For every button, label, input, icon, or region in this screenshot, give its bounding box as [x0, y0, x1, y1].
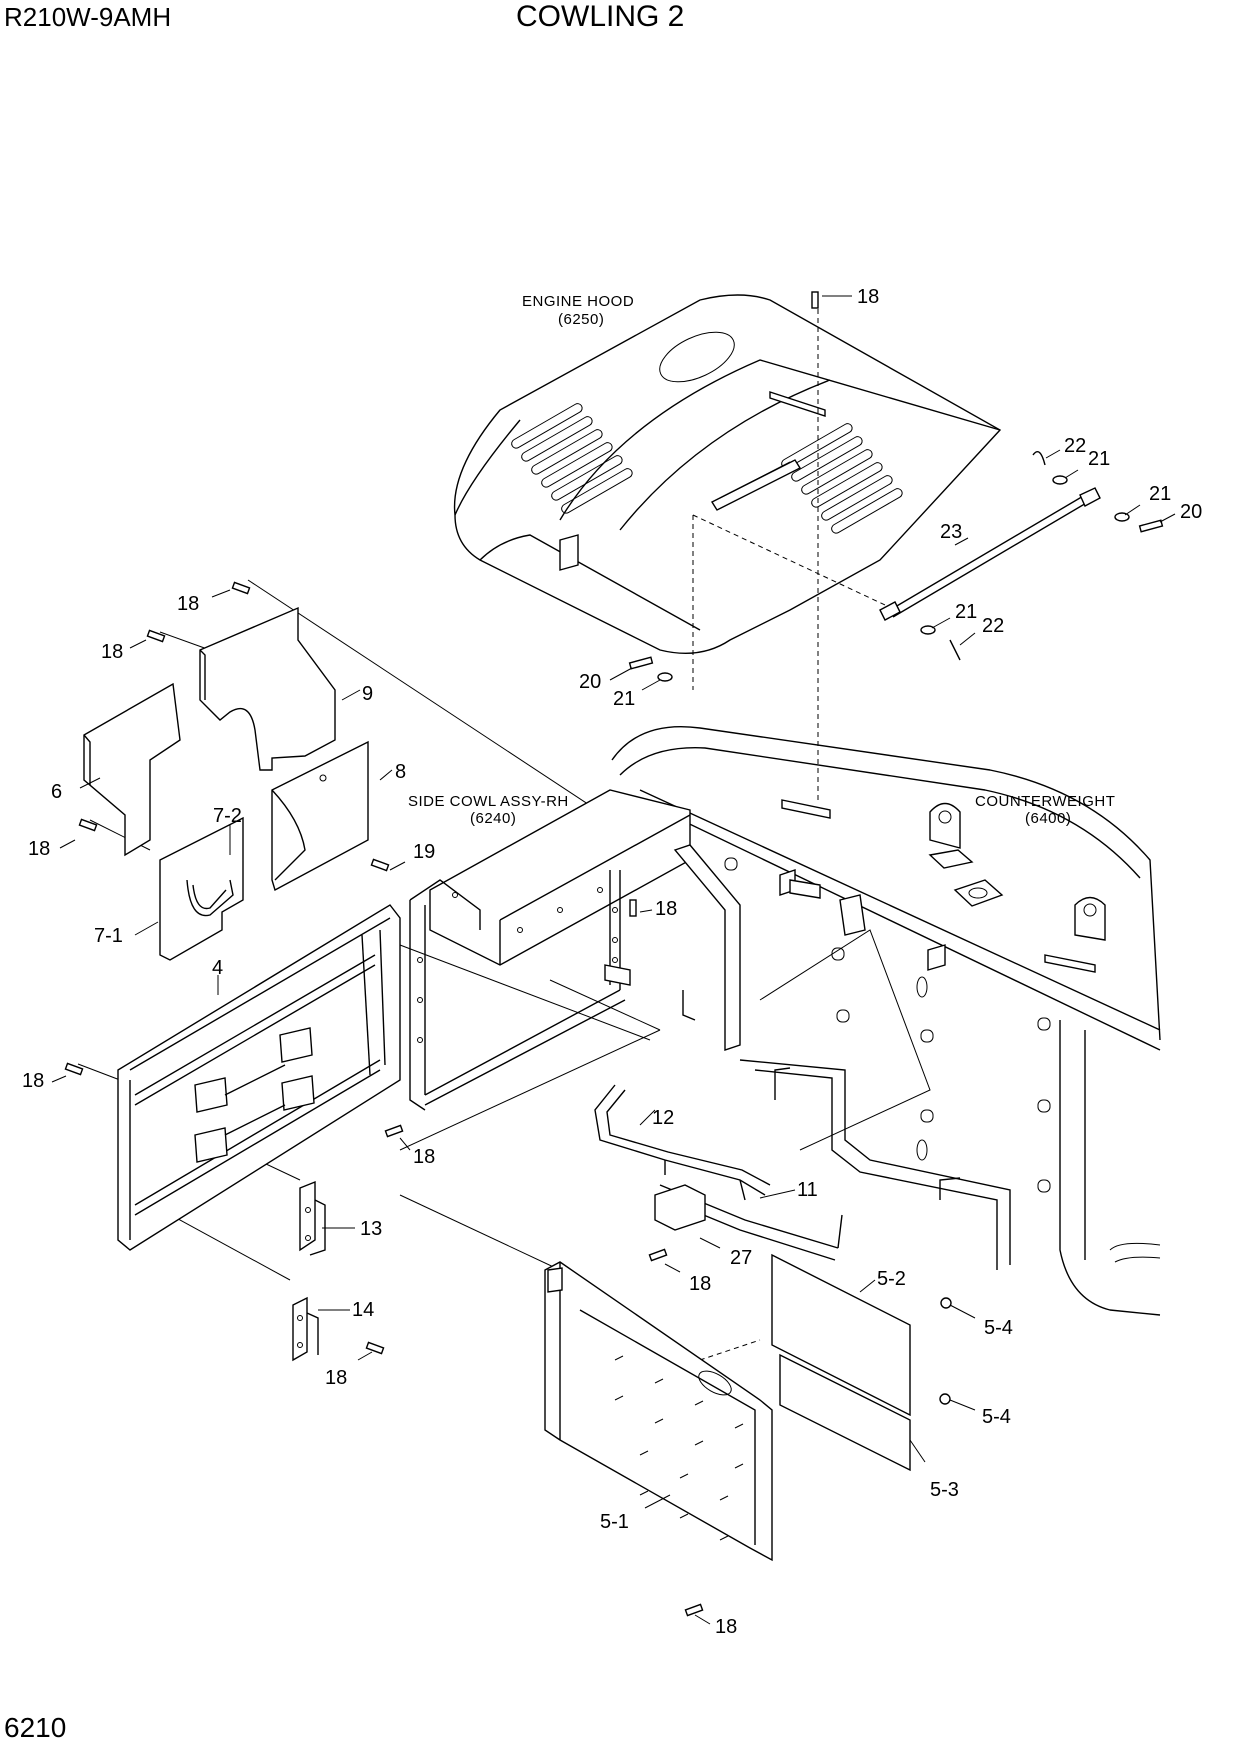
- callout: 18: [22, 1070, 44, 1092]
- callout: 4: [212, 957, 223, 979]
- callout: 23: [940, 521, 962, 543]
- callout: 12: [652, 1107, 674, 1129]
- callout: 5-3: [930, 1479, 959, 1501]
- callout: 21: [1088, 448, 1110, 470]
- fasteners: [64, 291, 1164, 1617]
- callout: 5-4: [984, 1317, 1013, 1339]
- callout: 21: [613, 688, 635, 710]
- callout: 20: [579, 671, 601, 693]
- ref-counterweight-no: (6400): [1025, 810, 1071, 827]
- callout: 7-1: [94, 925, 123, 947]
- callout: 18: [325, 1367, 347, 1389]
- callout: 19: [413, 841, 435, 863]
- callout: 18: [413, 1146, 435, 1168]
- panel-4: [117, 904, 401, 1251]
- callout: 13: [360, 1218, 382, 1240]
- callout: 6: [51, 781, 62, 803]
- callout: 18: [715, 1616, 737, 1638]
- brackets-and-pipes: [292, 1084, 843, 1362]
- callout: 7-2: [213, 805, 242, 827]
- page-number: 6210: [4, 1712, 67, 1743]
- callout-leaders: [51, 295, 1176, 1625]
- ref-engine-hood-no: (6250): [558, 311, 604, 328]
- callout: 5-4: [982, 1406, 1011, 1428]
- counterweight-drawing: [611, 725, 1161, 1316]
- callout: 18: [101, 641, 123, 663]
- callout: 5-1: [600, 1511, 629, 1533]
- diagram-title: COWLING 2: [516, 0, 685, 33]
- ref-side-cowl: SIDE COWL ASSY-RH: [408, 793, 569, 810]
- callout: 8: [395, 761, 406, 783]
- callout: 11: [797, 1179, 818, 1201]
- callout: 21: [1149, 483, 1171, 505]
- callout: 18: [857, 286, 879, 308]
- callout-labels: 18 22 21 21 20 23 21 22 20 21 18 18 9 8 …: [22, 286, 1202, 1638]
- callout: 18: [177, 593, 199, 615]
- side-cowl-frame: [409, 789, 741, 1111]
- ref-engine-hood: ENGINE HOOD: [522, 293, 634, 310]
- callout: 5-2: [877, 1268, 906, 1290]
- callout: 9: [362, 683, 373, 705]
- ref-side-cowl-no: (6240): [470, 810, 516, 827]
- callout: 18: [28, 838, 50, 860]
- stay-rod: [879, 487, 1101, 621]
- ref-counterweight: COUNTERWEIGHT: [975, 793, 1115, 810]
- callout: 20: [1180, 501, 1202, 523]
- callout: 22: [1064, 435, 1086, 457]
- engine-hood-drawing: [453, 294, 1002, 655]
- panel-5-1: [544, 1261, 773, 1562]
- model-code: R210W-9AMH: [4, 2, 172, 32]
- callout: 27: [730, 1247, 752, 1269]
- callout: 18: [689, 1273, 711, 1295]
- insulation-pads: [771, 1253, 911, 1472]
- callout: 18: [655, 898, 677, 920]
- reference-labels: ENGINE HOOD (6250) SIDE COWL ASSY-RH (62…: [408, 293, 1115, 827]
- callout: 22: [982, 615, 1004, 637]
- small-panels: [83, 606, 369, 961]
- callout: 14: [352, 1299, 374, 1321]
- callout: 21: [955, 601, 977, 623]
